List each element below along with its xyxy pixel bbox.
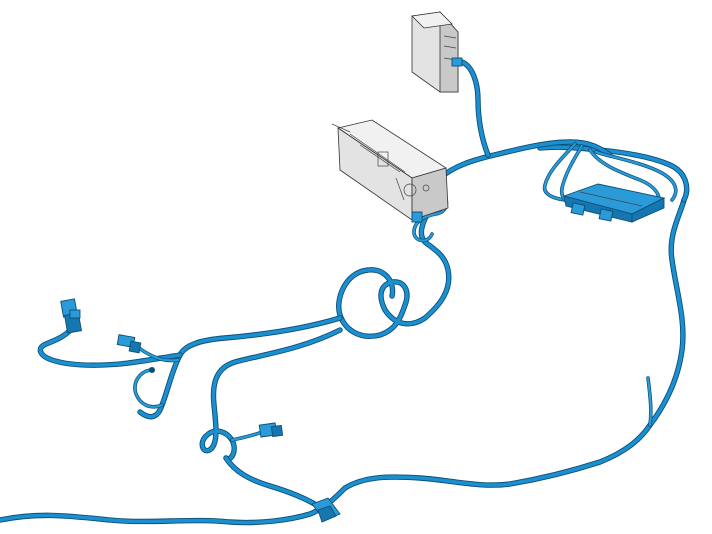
cable-middle-left [137, 315, 343, 420]
connector-center [258, 422, 284, 438]
connector-bottom-clip [311, 497, 341, 523]
small-receiver-box [411, 10, 463, 93]
cable-center-branch [199, 327, 343, 462]
cable-module-fan-1 [542, 142, 577, 202]
clip-left-trunk [149, 367, 155, 373]
head-unit [331, 119, 449, 223]
connector-left-upper [60, 298, 82, 334]
control-module [562, 183, 666, 223]
connector-left-middle [116, 334, 142, 354]
cable-main-trunk [0, 197, 687, 526]
